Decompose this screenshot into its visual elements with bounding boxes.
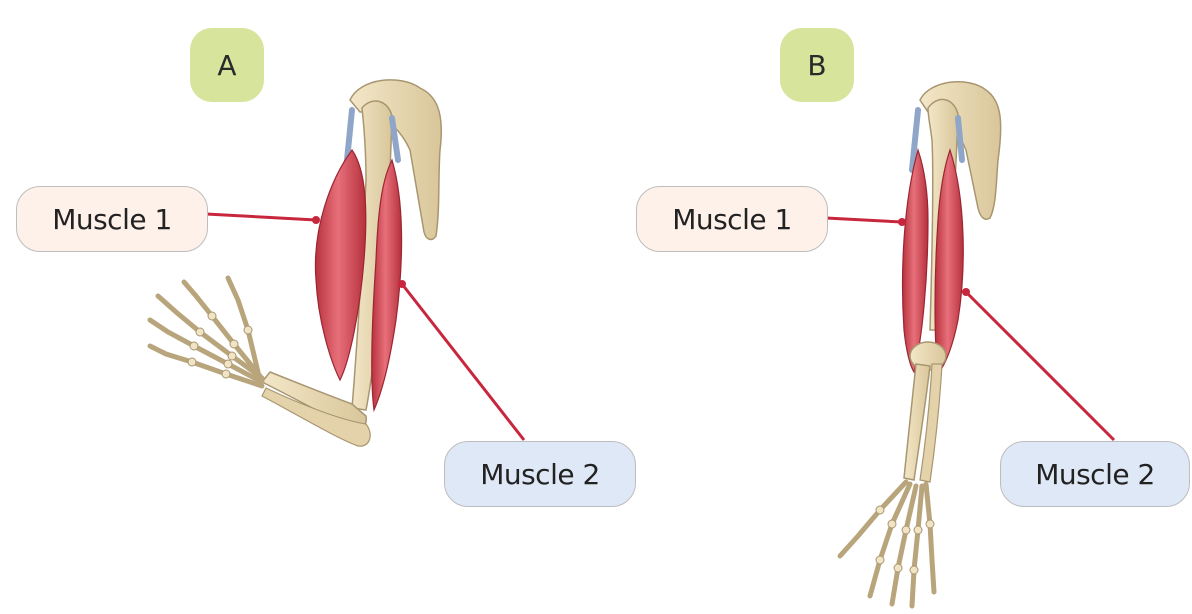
panel-a-badge: A [190,28,264,102]
arm-a-illustration [150,80,524,446]
muscle-2-label-b: Muscle 2 [1000,441,1190,507]
pointer-line-muscle-2-b [966,292,1114,440]
muscle-1-label-a: Muscle 1 [16,186,208,252]
muscle-1-label-b-text: Muscle 1 [672,203,792,236]
pointer-line-muscle-2-a [402,284,524,440]
muscle-2-label-b-text: Muscle 2 [1035,458,1155,491]
panel-b-badge: B [780,28,854,102]
muscle-2-label-a: Muscle 2 [444,441,636,507]
muscle-1-label-b: Muscle 1 [636,186,828,252]
muscle-1-shape-b [903,150,928,372]
muscle-1-label-a-text: Muscle 1 [52,203,172,236]
pointer-line-muscle-1-b [826,218,902,222]
panel-a-badge-text: A [217,49,236,82]
panel-b-badge-text: B [807,49,826,82]
muscle-2-label-a-text: Muscle 2 [480,458,600,491]
arm-b-illustration [826,82,1114,606]
pointer-line-muscle-1-a [206,214,316,220]
